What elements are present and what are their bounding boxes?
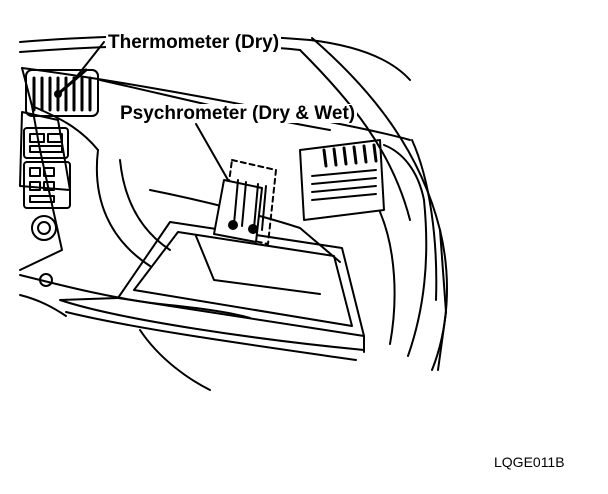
side-vent-housing xyxy=(299,139,385,221)
center-vent xyxy=(25,69,99,117)
thermometer-label: Thermometer (Dry) xyxy=(106,32,282,53)
dash-lower xyxy=(19,274,251,319)
glovebox-bottom-rim-2 xyxy=(65,311,357,361)
figure-id: LQGE011B xyxy=(494,454,565,470)
center-stack xyxy=(19,67,63,271)
control-panel xyxy=(23,161,71,209)
psychrometer-leader xyxy=(195,123,229,181)
glovebox-inner xyxy=(133,231,353,327)
door-seal xyxy=(411,139,438,301)
radio-unit xyxy=(23,127,69,159)
lower-sweep xyxy=(139,329,211,391)
knee-area xyxy=(95,149,151,267)
climate-knob xyxy=(31,215,57,241)
glovebox-bottom-rim xyxy=(59,297,365,351)
glovebox-outer xyxy=(117,221,365,337)
center-stack-edge xyxy=(31,105,99,151)
a-pillar-inner xyxy=(299,49,411,221)
dash-end-panel-inner xyxy=(379,211,396,345)
a-pillar-outer xyxy=(311,37,448,371)
knee-area-2 xyxy=(119,159,171,251)
psychrometer-label: Psychrometer (Dry & Wet) xyxy=(118,103,358,124)
door-frame xyxy=(437,229,447,371)
psychrometer-device xyxy=(213,159,277,245)
thermometer-leader xyxy=(73,41,105,81)
dash-end-panel xyxy=(383,144,428,357)
glovebox-depth xyxy=(195,235,321,295)
dash-lower-2 xyxy=(19,294,67,317)
thermometer-device xyxy=(54,68,88,98)
